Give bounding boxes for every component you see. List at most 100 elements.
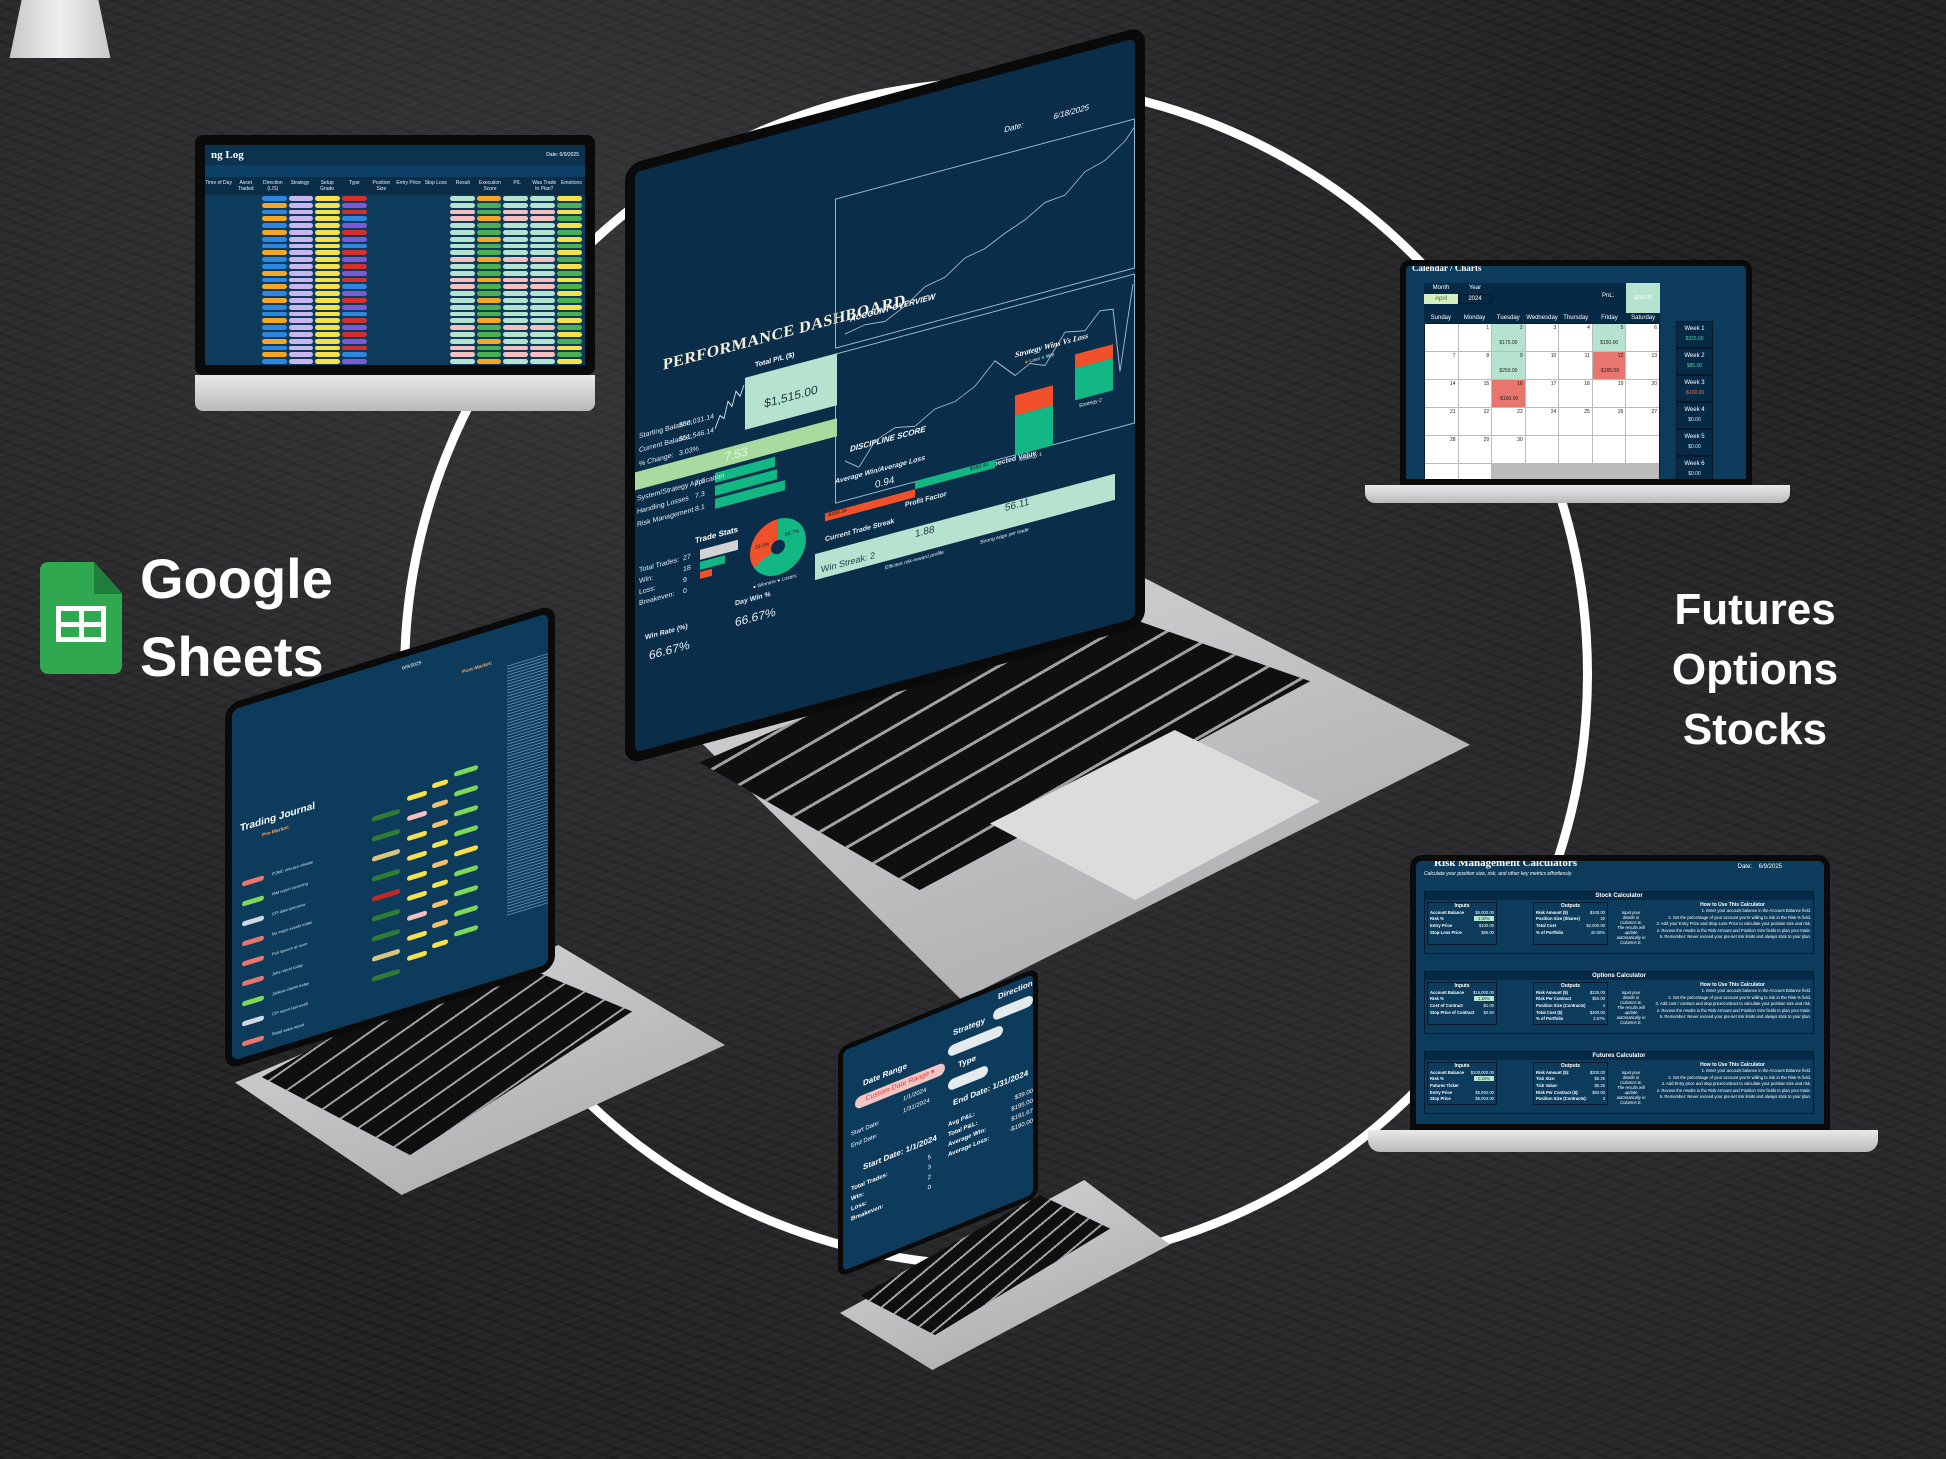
trading-log-row xyxy=(205,263,585,270)
markets-list: Futures Options Stocks xyxy=(1640,580,1870,760)
calendar-day[interactable]: 8 xyxy=(1458,352,1492,379)
risk-calculators-screen: Risk Management Calculators Date: 6/9/20… xyxy=(1410,855,1830,1130)
risk-title: Risk Management Calculators xyxy=(1434,861,1577,869)
input-field[interactable]: $5,992.00 xyxy=(1475,1089,1494,1095)
calendar-day[interactable] xyxy=(1458,464,1492,479)
calendar-day[interactable]: 4 xyxy=(1559,324,1592,351)
discipline-value-2: 7.3 xyxy=(695,490,705,501)
trading-log-row xyxy=(205,277,585,284)
brand-text: Google Sheets xyxy=(140,547,333,688)
calendar-grid-wrap: Month April Year 2024 PnL: $250.00 Sunda… xyxy=(1424,283,1660,479)
calendar-day[interactable]: 17 xyxy=(1525,380,1559,407)
year-input[interactable]: 2024 xyxy=(1458,294,1492,304)
trading-log-row xyxy=(205,222,585,229)
calendar-day[interactable]: 1 xyxy=(1458,324,1492,351)
calendar-controls: Month April Year 2024 PnL: $250.00 xyxy=(1424,283,1660,313)
calendar-day[interactable]: 10 xyxy=(1525,352,1559,379)
market-stocks: Stocks xyxy=(1682,705,1828,754)
calendar-day[interactable] xyxy=(1525,436,1559,463)
calendar-title: Calendar / Charts xyxy=(1412,266,1482,273)
calendar-day[interactable]: 3 xyxy=(1525,324,1559,351)
calendar-day[interactable]: 22 xyxy=(1458,408,1492,435)
total-trades-label: Total Trades: xyxy=(639,556,680,575)
input-field[interactable]: $100,000.00 xyxy=(1470,1069,1494,1075)
calendar-day[interactable]: 6 xyxy=(1626,324,1659,351)
calendar-day[interactable]: 20 xyxy=(1626,380,1659,407)
input-field[interactable]: $95.00 xyxy=(1481,929,1494,935)
starting-balance-value: $50,031.14 xyxy=(679,413,715,430)
calendar-day[interactable]: 14 xyxy=(1425,380,1458,407)
post-market-label: Post-Market: xyxy=(462,660,493,676)
trading-log-row xyxy=(205,256,585,263)
type-label: Type xyxy=(958,1053,977,1070)
calendar-day[interactable]: 5$150.00 xyxy=(1592,324,1626,351)
calendar-day[interactable] xyxy=(1425,464,1458,479)
day-win-label: Day Win % xyxy=(735,590,771,608)
trading-log-row xyxy=(205,229,585,236)
week-total: Week 2$85.00 xyxy=(1676,348,1713,375)
calendar-day[interactable]: 12-$165.00 xyxy=(1592,352,1626,379)
input-field[interactable]: $6,004.00 xyxy=(1475,1096,1494,1102)
calendar-day[interactable] xyxy=(1626,436,1659,463)
calendar-day[interactable]: 24 xyxy=(1525,408,1559,435)
trading-log-row xyxy=(205,304,585,311)
calendar-day[interactable]: 26 xyxy=(1592,408,1626,435)
trading-log-row xyxy=(205,283,585,290)
calendar-day[interactable]: 29 xyxy=(1458,436,1492,463)
loss-label: Loss: xyxy=(639,584,656,597)
strategy1-win-bar xyxy=(1015,405,1053,456)
calendar-screen: Calendar / Charts Month April Year 2024 … xyxy=(1400,260,1752,485)
google-sheets-icon xyxy=(40,562,122,674)
calendar-day[interactable]: 7 xyxy=(1425,352,1458,379)
calendar-day[interactable]: 23 xyxy=(1492,408,1525,435)
monitor-stand xyxy=(9,0,111,58)
week-total: Week 5$0.00 xyxy=(1676,429,1713,456)
input-field[interactable]: 2.00% xyxy=(1474,916,1494,922)
trading-log-row xyxy=(205,290,585,297)
input-field[interactable]: $1.00 xyxy=(1483,1002,1494,1008)
trading-log-row xyxy=(205,297,585,304)
calendar-day[interactable]: 18 xyxy=(1559,380,1592,407)
input-field[interactable]: 0.20% xyxy=(1474,1076,1494,1082)
balance-sparkline xyxy=(715,385,745,429)
calendar-day[interactable]: 16-$160.00 xyxy=(1492,380,1525,407)
trading-log-rows xyxy=(205,195,585,365)
win-rate-value: 66.67% xyxy=(649,637,690,663)
calendar-day[interactable]: 27 xyxy=(1626,408,1659,435)
input-field[interactable]: $5,000.00 xyxy=(1475,909,1494,915)
calendar-day[interactable]: 28 xyxy=(1425,436,1458,463)
trading-log-row xyxy=(205,215,585,222)
input-field[interactable]: 1.50% xyxy=(1474,996,1494,1002)
calendar-day[interactable] xyxy=(1592,436,1626,463)
account-overview-line-chart xyxy=(845,126,1135,335)
calendar-day[interactable]: 25 xyxy=(1559,408,1592,435)
market-options: Options xyxy=(1671,645,1839,694)
current-balance-value: $51,546.14 xyxy=(679,427,715,444)
calendar-day[interactable]: 15 xyxy=(1458,380,1492,407)
pnl-value: $250.00 xyxy=(1626,283,1660,313)
trading-log-row xyxy=(205,351,585,358)
calendar-day[interactable]: 11 xyxy=(1559,352,1592,379)
calendar-day[interactable]: 13 xyxy=(1626,352,1659,379)
calendar-day[interactable]: 21 xyxy=(1425,408,1458,435)
google-sheets-brand: Google Sheets xyxy=(40,540,333,696)
calendar-day[interactable]: 30 xyxy=(1492,436,1525,463)
input-field[interactable]: $15,000.00 xyxy=(1473,989,1494,995)
win-value: 18 xyxy=(683,564,691,574)
calendar-day[interactable] xyxy=(1559,436,1592,463)
week-total: Week 6$0.00 xyxy=(1676,456,1713,479)
calendar-day[interactable]: 19 xyxy=(1592,380,1626,407)
input-field[interactable]: $0.50 xyxy=(1483,1009,1494,1015)
calendar-day[interactable]: 9$250.00 xyxy=(1492,352,1525,379)
loss-value: 9 xyxy=(683,576,687,585)
calendar-day[interactable]: 2$175.00 xyxy=(1492,324,1525,351)
week-total: Week 4$0.00 xyxy=(1676,402,1713,429)
month-select[interactable]: April xyxy=(1424,294,1458,304)
input-field[interactable]: $100.00 xyxy=(1478,922,1494,928)
calendar-day[interactable] xyxy=(1425,324,1458,351)
